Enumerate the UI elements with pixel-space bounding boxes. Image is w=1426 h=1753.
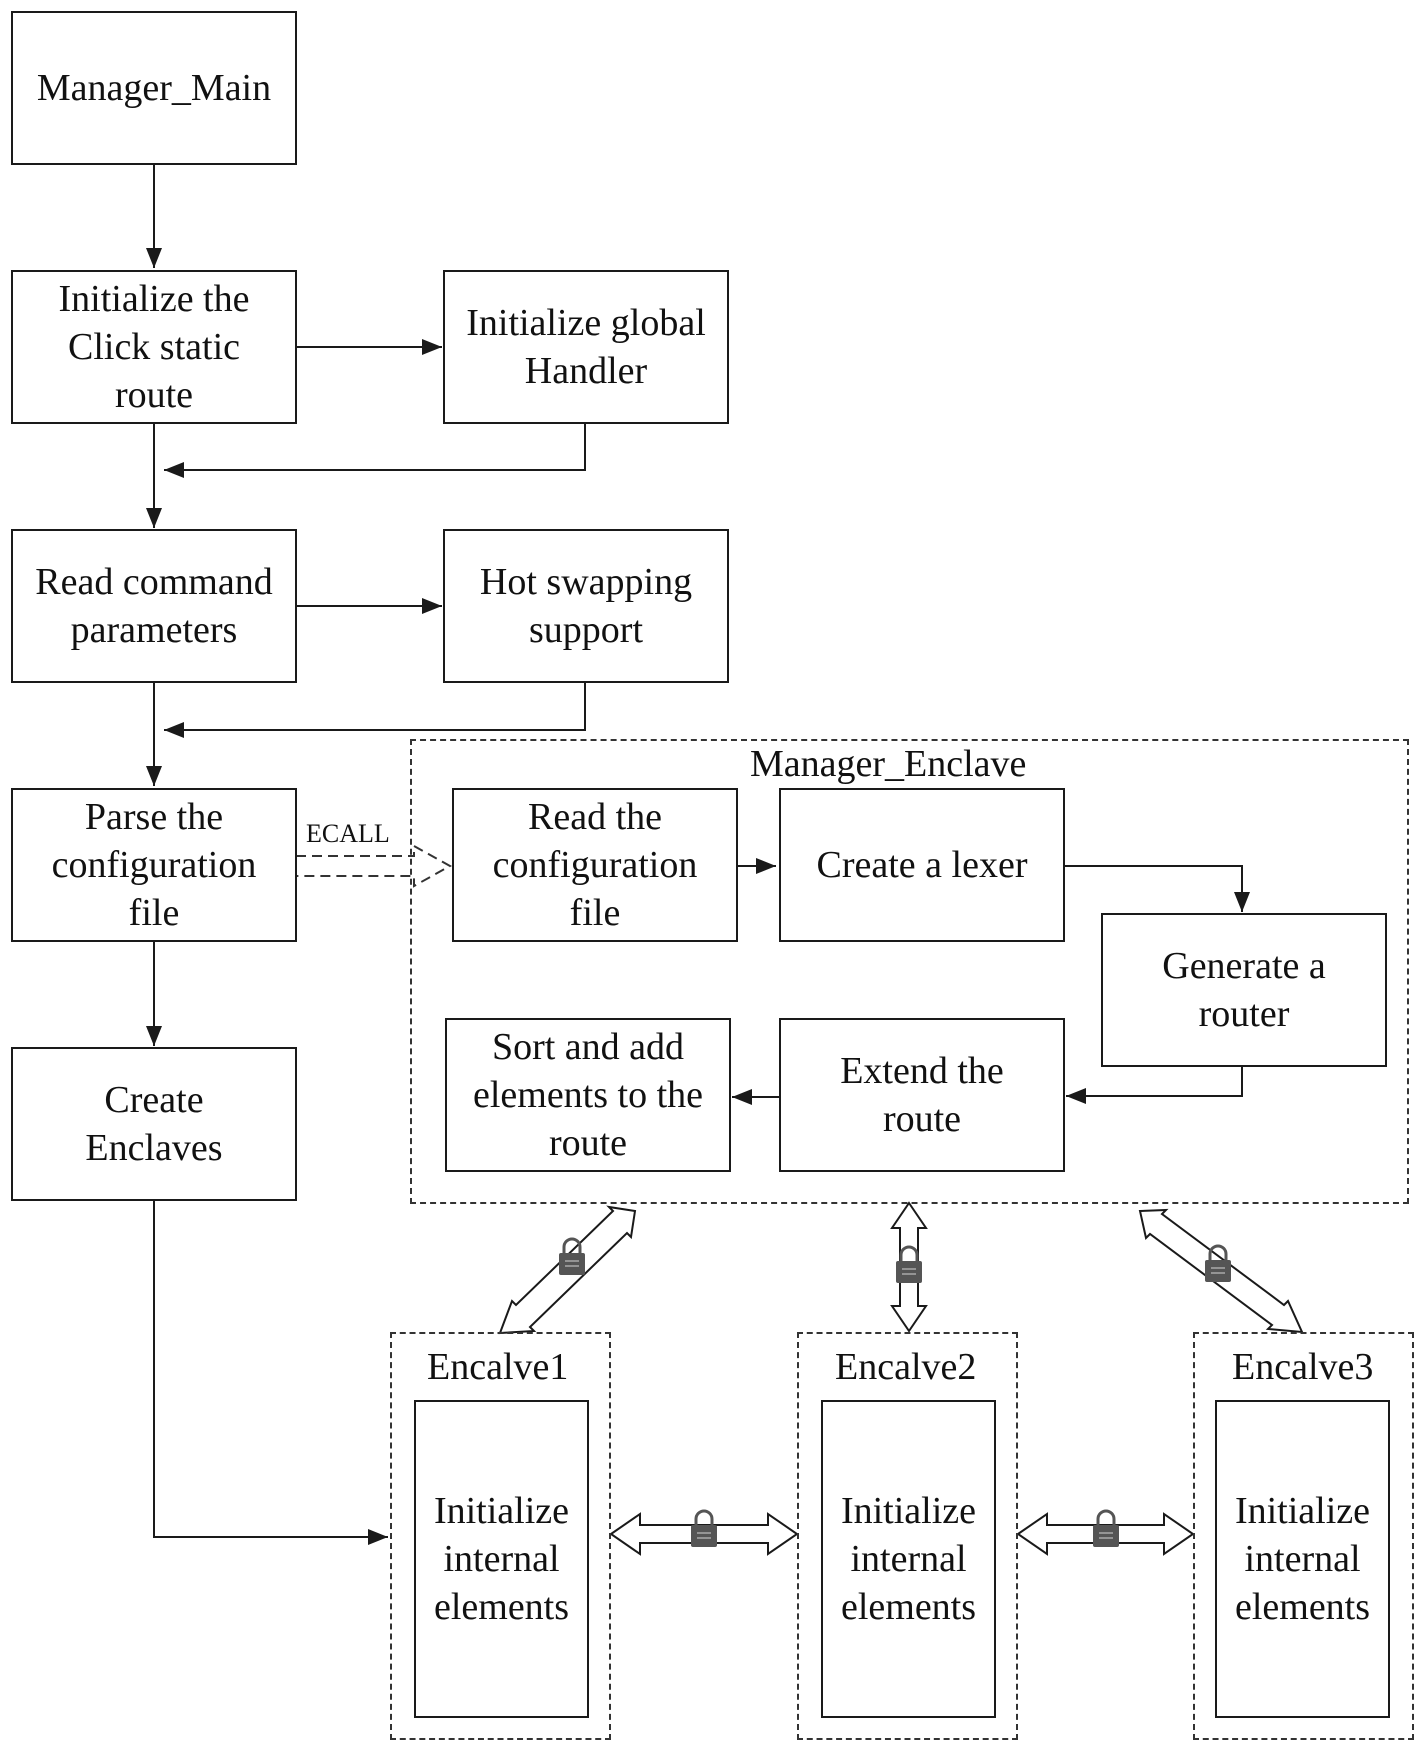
node-enclave2-init-internal: Initialize internal elements	[821, 1400, 996, 1718]
node-enclave1-init-internal: Initialize internal elements	[414, 1400, 589, 1718]
ecall-label: ECALL	[306, 819, 390, 848]
node-manager-main: Manager_Main	[11, 11, 297, 165]
group-manager-enclave	[410, 739, 1409, 1204]
edge-lexer-to-generate-router	[1064, 865, 1250, 912]
edge-create-enclaves-to-enclave1	[153, 1200, 388, 1545]
group-enclave2	[797, 1332, 1018, 1740]
node-create-enclaves: Create Enclaves	[11, 1047, 297, 1201]
node-sort-add-elements: Sort and add elements to the route	[445, 1018, 731, 1172]
node-parse-config: Parse the configuration file	[11, 788, 297, 942]
edge-generate-router-to-extend	[1066, 1066, 1243, 1104]
edge-hot-swap-return	[164, 682, 586, 738]
node-extend-route: Extend the route	[779, 1018, 1065, 1172]
edge-handler-return	[164, 423, 586, 478]
node-generate-router: Generate a router	[1101, 913, 1387, 1067]
node-read-config-file: Read the configuration file	[452, 788, 738, 942]
node-read-command-params: Read command parameters	[11, 529, 297, 683]
node-enclave3-init-internal: Initialize internal elements	[1215, 1400, 1390, 1718]
group-enclave2-title: Encalve2	[835, 1346, 977, 1388]
ecall-arrow	[296, 844, 453, 888]
node-create-lexer: Create a lexer	[779, 788, 1065, 942]
group-enclave3-title: Encalve3	[1232, 1346, 1374, 1388]
group-manager-enclave-title: Manager_Enclave	[750, 743, 1027, 785]
group-enclave1-title: Encalve1	[427, 1346, 569, 1388]
node-hot-swapping: Hot swapping support	[443, 529, 729, 683]
padlock-icon	[689, 1509, 719, 1549]
node-init-click-route: Initialize the Click static route	[11, 270, 297, 424]
node-init-global-handler: Initialize global Handler	[443, 270, 729, 424]
padlock-icon	[1091, 1509, 1121, 1549]
group-enclave1	[390, 1332, 611, 1740]
padlock-icon	[557, 1237, 587, 1277]
group-enclave3	[1193, 1332, 1414, 1740]
padlock-icon	[1203, 1244, 1233, 1284]
